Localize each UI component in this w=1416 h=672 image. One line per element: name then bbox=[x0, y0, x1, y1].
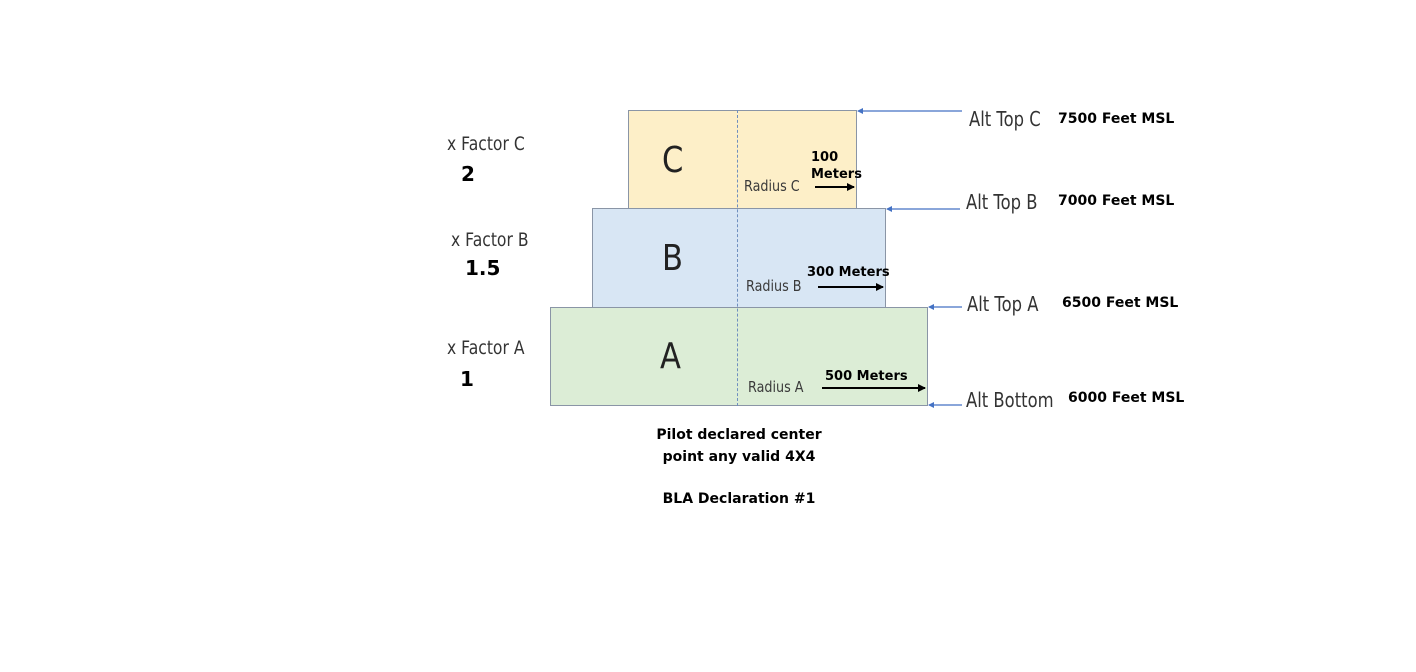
tier-c-box bbox=[628, 110, 857, 209]
alt-bottom-value: 6000 Feet MSL bbox=[1068, 390, 1185, 406]
radius-b-label: Radius B bbox=[746, 277, 802, 295]
alt-top-b-label: Alt Top B bbox=[966, 190, 1038, 214]
alt-top-c-value: 7500 Feet MSL bbox=[1058, 111, 1175, 127]
alt-top-b-value: 7000 Feet MSL bbox=[1058, 193, 1175, 209]
tier-b-letter: B bbox=[662, 238, 683, 279]
alt-bottom-label: Alt Bottom bbox=[966, 388, 1054, 412]
alt-top-a-label: Alt Top A bbox=[967, 292, 1039, 316]
tier-c-letter: C bbox=[662, 140, 684, 181]
caption: Pilot declared center point any valid 4X… bbox=[639, 424, 839, 510]
tier-b-box bbox=[592, 208, 886, 308]
alt-top-c-label: Alt Top C bbox=[969, 107, 1041, 131]
factor-c-value: 2 bbox=[461, 162, 475, 186]
caption-line-1: Pilot declared center bbox=[656, 427, 822, 443]
radius-c-label: Radius C bbox=[744, 177, 800, 195]
factor-b-label: x Factor B bbox=[451, 229, 529, 251]
caption-line-3: BLA Declaration #1 bbox=[662, 491, 816, 507]
factor-a-label: x Factor A bbox=[447, 337, 525, 359]
radius-a-value: 500 Meters bbox=[825, 369, 908, 384]
radius-b-value: 300 Meters bbox=[807, 265, 890, 280]
radius-a-label: Radius A bbox=[748, 378, 804, 396]
factor-c-label: x Factor C bbox=[447, 133, 525, 155]
alt-top-a-value: 6500 Feet MSL bbox=[1062, 295, 1179, 311]
radius-c-value-line2: Meters bbox=[811, 167, 862, 182]
caption-line-2: point any valid 4X4 bbox=[662, 449, 816, 465]
factor-a-value: 1 bbox=[460, 367, 474, 391]
center-line bbox=[737, 110, 738, 406]
factor-b-value: 1.5 bbox=[465, 256, 501, 280]
tier-a-letter: A bbox=[660, 336, 681, 377]
radius-c-value-line1: 100 bbox=[811, 150, 839, 165]
tier-a-box bbox=[550, 307, 928, 406]
